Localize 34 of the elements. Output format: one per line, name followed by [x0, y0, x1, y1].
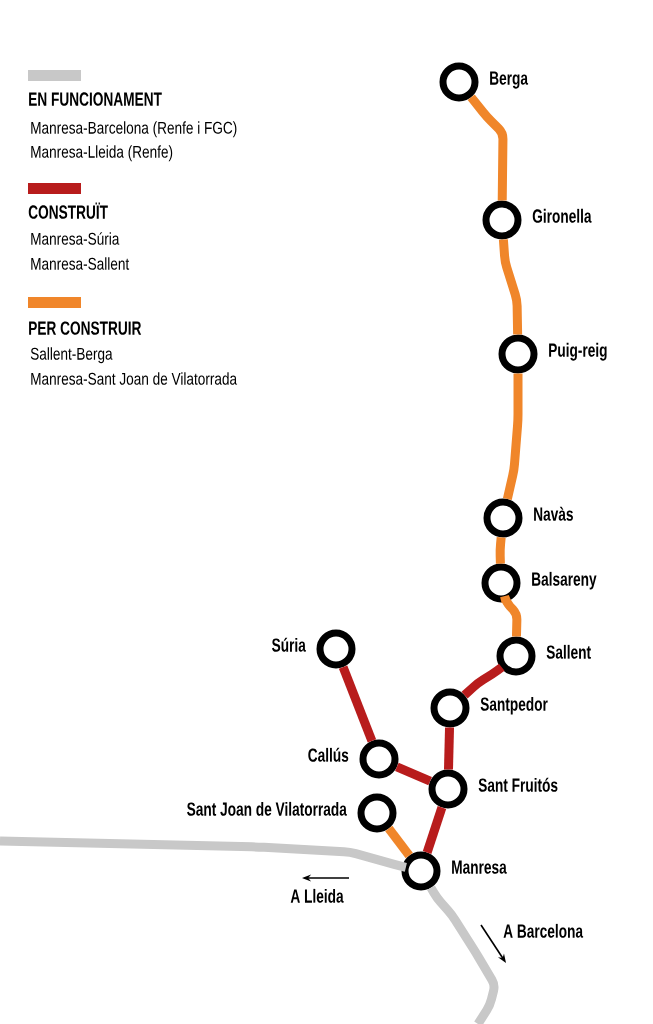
station-name: Sant Fruitós: [478, 777, 558, 792]
legend-note: Manresa-Sant Joan de Vilatorrada: [31, 372, 238, 385]
rail-line: [495, 537, 506, 564]
legend-note: Manresa-Sallent: [31, 257, 130, 270]
rail-line: [502, 373, 523, 500]
rail-line: [338, 665, 377, 743]
rail-line: [422, 806, 447, 854]
direction-label: A Barcelona: [503, 923, 584, 938]
rail-line: [385, 825, 413, 859]
station-name: Sallent: [546, 644, 591, 659]
legend-note: Manresa-Barcelona (Renfe i FGC): [31, 121, 237, 138]
station-name: Santpedor: [480, 696, 548, 715]
rail-line: [461, 662, 507, 699]
legend-note: Sallent-Berga: [30, 347, 113, 364]
legend-note: Manresa-Súria: [31, 232, 120, 245]
station-name: Berga: [490, 71, 529, 89]
rail-line: [498, 239, 523, 335]
legend-label: CONSTRUÏT: [28, 202, 108, 219]
station-name: Sant Joan de Vilatorrada: [187, 801, 347, 816]
station-name: Balsareny: [532, 571, 597, 590]
direction-label: A Lleida: [290, 888, 344, 903]
rail-line: [444, 727, 454, 770]
legend-note: Manresa-Lleida (Renfe): [31, 145, 173, 162]
station-name: Súria: [272, 637, 306, 652]
rail-line: [467, 94, 508, 201]
station-name: Manresa: [452, 860, 507, 874]
station-name: Navàs: [534, 506, 573, 521]
station-name: Gironella: [532, 208, 592, 223]
station-name: Puig-reig: [549, 342, 607, 361]
station-name: Callús: [308, 747, 349, 762]
rail-line: [427, 885, 499, 1024]
legend-label: EN FUNCIONAMENT: [29, 92, 162, 106]
rail-line: [395, 762, 432, 786]
legend-label: PER CONSTRUIR: [29, 321, 142, 335]
